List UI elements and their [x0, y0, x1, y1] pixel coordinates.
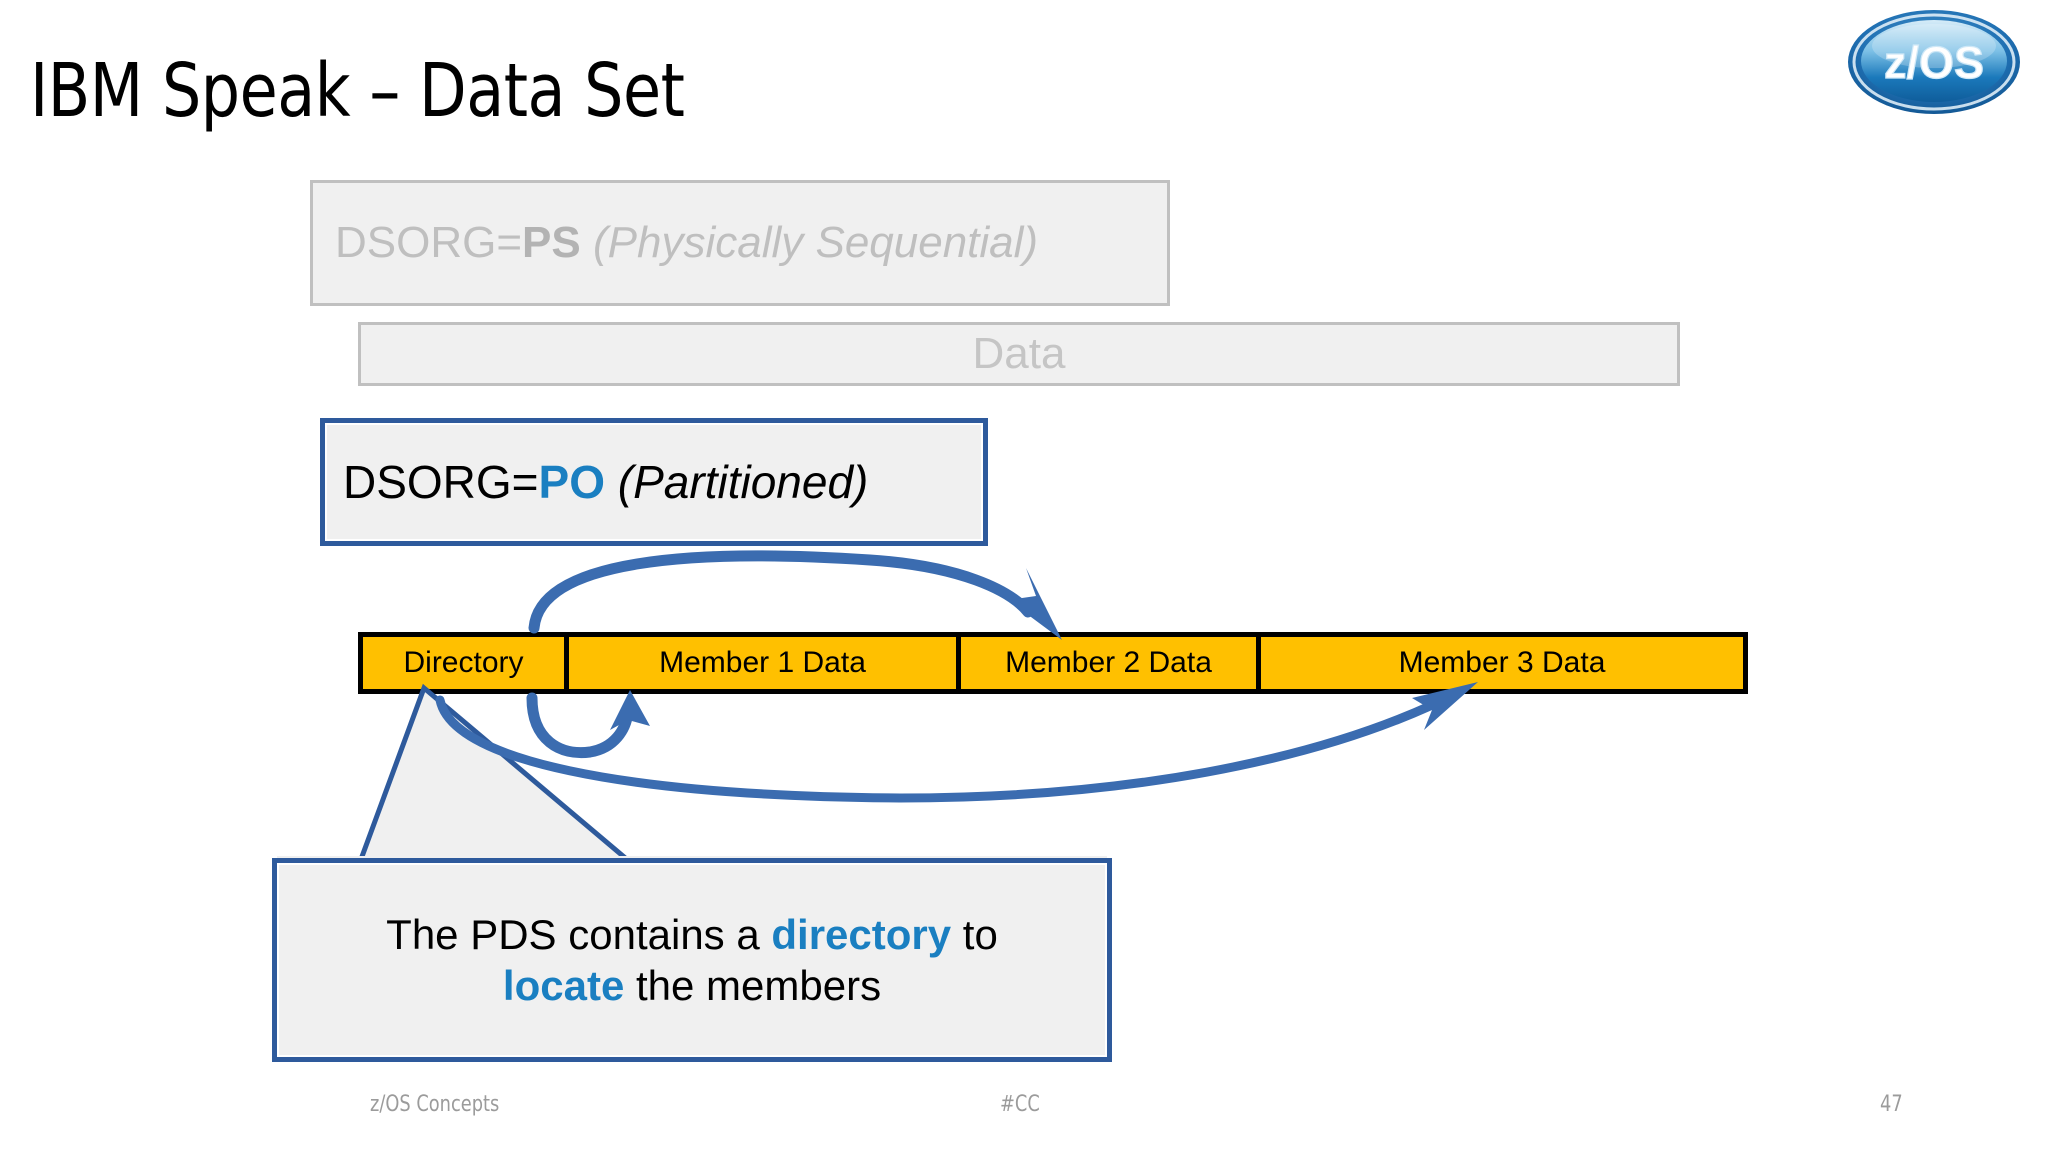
callout-line-1: The PDS contains a directory to	[386, 909, 998, 960]
dsorg-ps-box: DSORG=PS (Physically Sequential)	[310, 180, 1170, 306]
callout-line1-a: The PDS contains a	[386, 910, 772, 958]
bar-cell-directory: Directory	[363, 637, 564, 689]
dsorg-ps-expansion: (Physically Sequential)	[592, 218, 1039, 267]
arrow-directory-to-member3	[435, 682, 1478, 803]
callout-line2-b: the members	[624, 962, 882, 1009]
pds-member-bar: Directory Member 1 Data Member 2 Data Me…	[358, 632, 1748, 694]
svg-text:z/OS: z/OS	[1884, 37, 1984, 88]
dsorg-ps-label: DSORG=PS (Physically Sequential)	[335, 221, 1038, 265]
callout-keyword-directory: directory	[771, 910, 952, 958]
dsorg-ps-code: PS	[522, 218, 581, 267]
data-box-label: Data	[972, 329, 1066, 378]
dsorg-po-label: DSORG=PO (Partitioned)	[343, 459, 868, 505]
footer-page-number: 47	[1880, 1092, 1903, 1117]
dsorg-po-prefix: DSORG=	[343, 456, 539, 508]
callout-box: The PDS contains a directory to locate t…	[272, 858, 1112, 1062]
callout-tail	[356, 683, 637, 865]
zos-logo: z/OS	[1846, 8, 2022, 116]
dsorg-po-expansion: (Partitioned)	[617, 456, 869, 508]
footer-center: #CC	[1000, 1092, 1040, 1117]
bar-cell-member-3: Member 3 Data	[1256, 637, 1743, 689]
arrow-directory-to-member1	[526, 690, 650, 759]
footer-left: z/OS Concepts	[370, 1092, 500, 1117]
dsorg-ps-prefix: DSORG=	[335, 218, 523, 267]
bar-cell-member-2: Member 2 Data	[956, 637, 1256, 689]
bar-cell-member-1: Member 1 Data	[564, 637, 956, 689]
callout-keyword-locate: locate	[502, 962, 625, 1009]
zos-logo-icon: z/OS	[1848, 10, 2020, 114]
page-title: IBM Speak – Data Set	[30, 48, 685, 134]
callout-line1-c: to	[951, 910, 998, 958]
dsorg-po-box: DSORG=PO (Partitioned)	[320, 418, 988, 546]
data-box: Data	[358, 322, 1680, 386]
arrow-directory-to-member2	[528, 550, 1062, 640]
callout-line-2: locate the members	[503, 960, 881, 1011]
dsorg-po-code: PO	[538, 456, 606, 508]
